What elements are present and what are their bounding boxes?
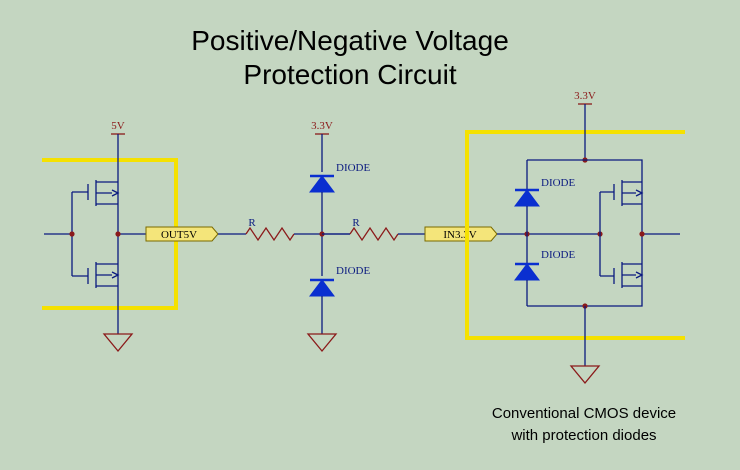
right-gate-wiring xyxy=(599,191,614,277)
right-supply-rail xyxy=(527,159,643,178)
resistor-right-zigzag xyxy=(349,226,399,242)
mid-bottom-diode-label: DIODE xyxy=(336,265,370,277)
resistor-left-zigzag xyxy=(245,226,295,242)
right-device-boundary xyxy=(465,130,685,340)
supply-label-mid: 3.3V xyxy=(311,120,333,132)
caption-line2: with protection diodes xyxy=(510,427,656,444)
right-bottom-diode-icon xyxy=(514,263,540,281)
net-label-in33v-box xyxy=(424,226,498,242)
mid-top-diode-label: DIODE xyxy=(336,162,370,174)
net-label-out5v-box xyxy=(145,226,219,242)
right-pmos-transistor xyxy=(613,178,644,220)
right-bottom-diode-label: DIODE xyxy=(541,249,575,261)
right-cmos-input-device: 3.3V DIODE DIODE xyxy=(465,90,685,385)
resistor-right-label: R xyxy=(352,217,360,229)
left-pmos-transistor xyxy=(87,178,120,220)
mid-top-diode-icon xyxy=(309,175,335,193)
resistor-left: R xyxy=(245,217,295,242)
right-nmos-transistor xyxy=(613,248,644,292)
diagram-title-line1: Positive/Negative Voltage xyxy=(191,25,509,56)
right-output-junction xyxy=(639,231,645,237)
left-output-wire xyxy=(117,220,148,248)
right-top-diode-icon xyxy=(514,189,540,207)
net-label-out5v: OUT5V xyxy=(145,226,219,242)
net-label-in33v-text: IN3.3V xyxy=(443,229,476,241)
left-input-junction xyxy=(69,231,75,237)
resistor-right: R xyxy=(322,217,399,242)
diagram-title-line2: Protection Circuit xyxy=(243,59,456,90)
left-output-junction xyxy=(115,231,121,237)
right-top-diode-label: DIODE xyxy=(541,177,575,189)
caption-line1: Conventional CMOS device xyxy=(492,405,676,422)
supply-label-5v: 5V xyxy=(111,120,125,132)
mid-ground-icon xyxy=(306,333,338,353)
net-label-out5v-text: OUT5V xyxy=(161,229,197,241)
right-ground-rail xyxy=(527,292,643,307)
supply-label-right: 3.3V xyxy=(574,90,596,102)
left-nmos-transistor xyxy=(87,248,120,292)
right-ground-icon xyxy=(569,365,601,385)
right-output-wire xyxy=(641,220,680,248)
left-ground-icon xyxy=(102,333,134,353)
net-label-in33v: IN3.3V xyxy=(424,226,498,242)
middle-clamp-diodes: 3.3V DIODE DIODE xyxy=(306,120,370,353)
resistor-left-label: R xyxy=(248,217,256,229)
mid-bottom-diode-icon xyxy=(309,279,335,297)
